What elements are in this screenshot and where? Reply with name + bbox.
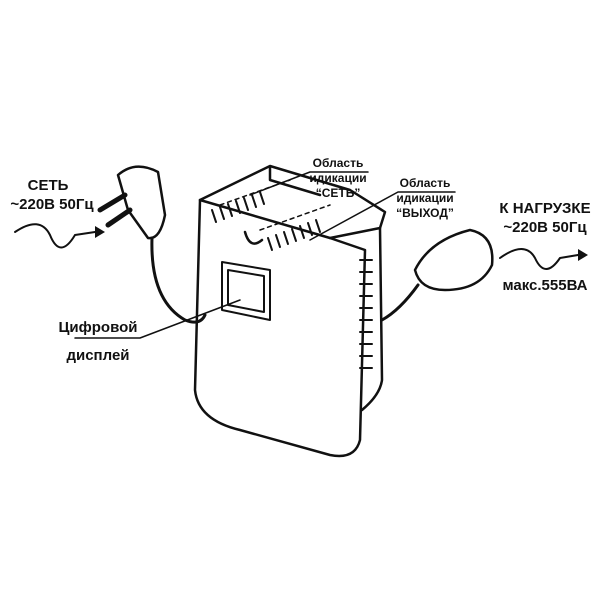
- output-title: К НАГРУЗКЕ: [499, 200, 590, 217]
- indicator-network-line2: идикации: [309, 171, 366, 185]
- output-arrow-head: [578, 249, 588, 261]
- output-max: макс.555ВА: [502, 277, 587, 294]
- input-plug: [116, 165, 167, 240]
- indicator-output-line2: идикации: [396, 191, 453, 205]
- indicator-output-line1: Область: [400, 176, 451, 190]
- display-label-line2: дисплей: [66, 347, 129, 364]
- input-cable: [150, 236, 207, 324]
- input-wave-arrow: [14, 223, 96, 249]
- input-spec: ~220В 50Гц: [10, 196, 94, 213]
- digital-display: [221, 261, 271, 321]
- input-title: СЕТЬ: [28, 177, 69, 194]
- device-top: [198, 164, 387, 230]
- output-wave-arrow: [499, 248, 579, 270]
- output-cable: [380, 283, 420, 322]
- indicator-network-line3: “СЕТЬ”: [316, 186, 361, 200]
- output-spec: ~220В 50Гц: [503, 219, 587, 236]
- device-side: [328, 226, 384, 412]
- output-plug: [413, 228, 494, 292]
- device-body: [193, 198, 367, 458]
- indicator-output-line3: “ВЫХОД”: [396, 206, 454, 220]
- input-arrow-head: [95, 226, 105, 238]
- indicator-network-line1: Область: [313, 156, 364, 170]
- display-label-line1: Цифровой: [58, 319, 137, 336]
